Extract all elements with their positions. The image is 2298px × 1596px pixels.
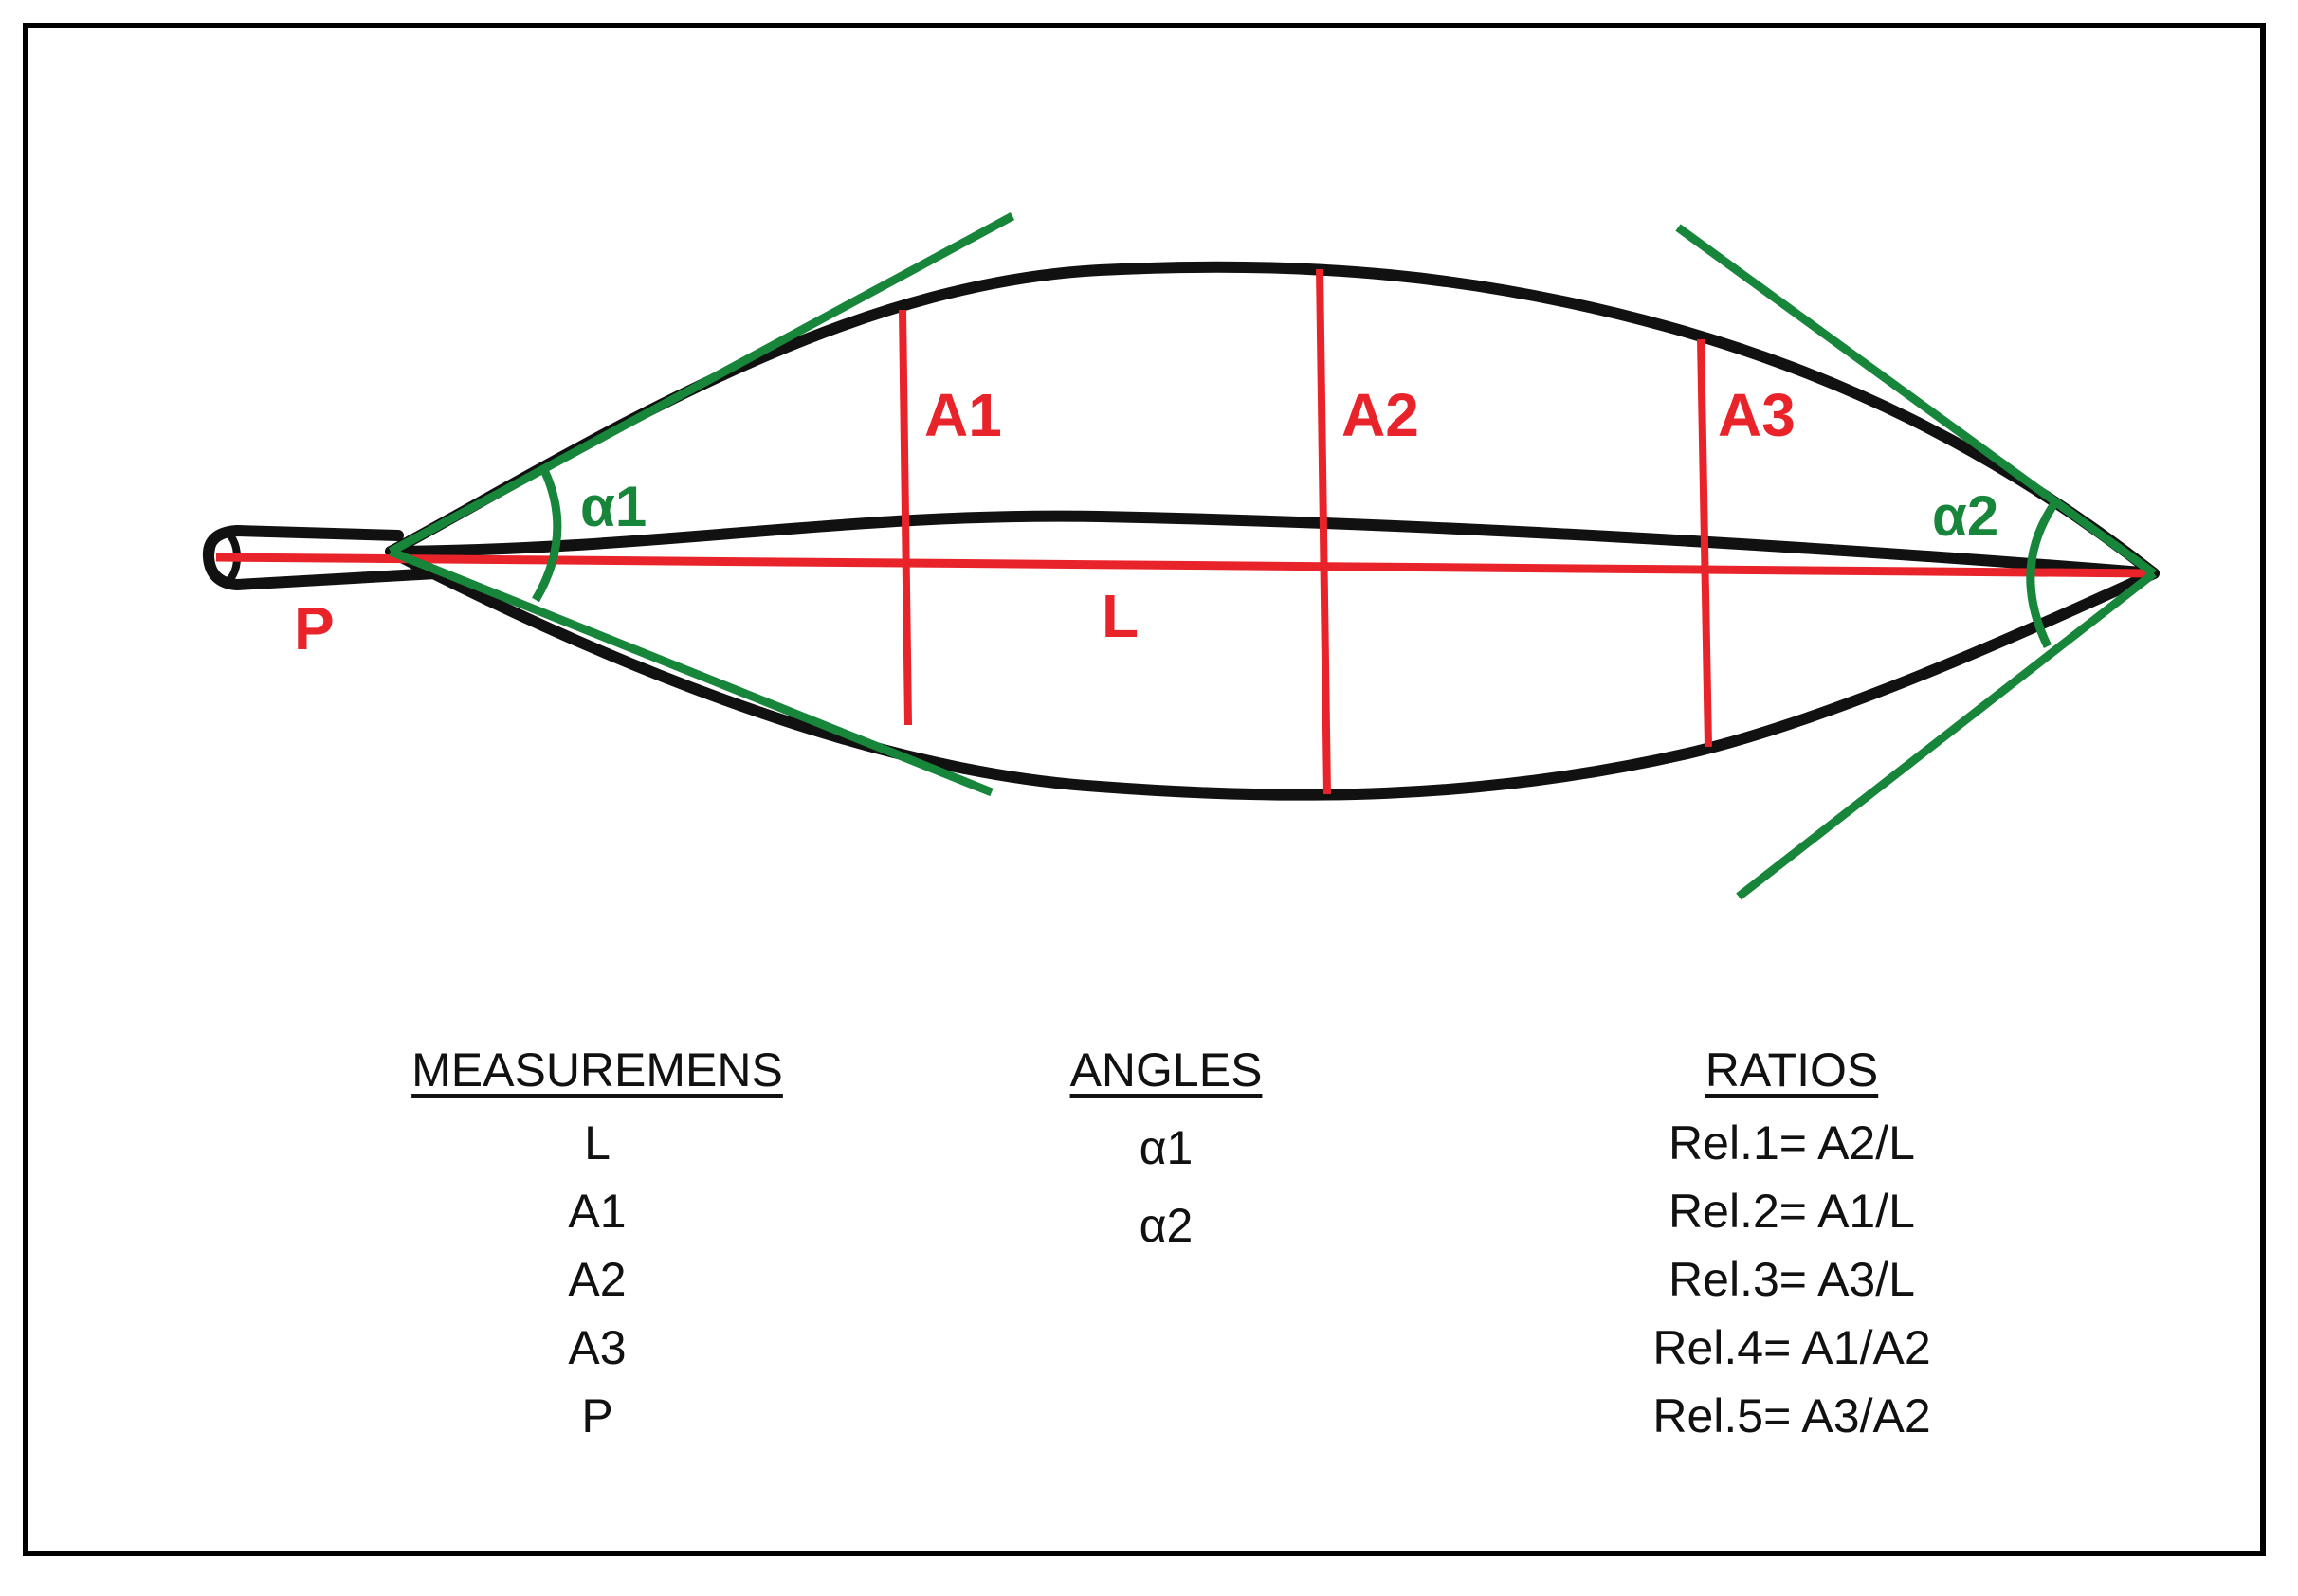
apex-tangent-upper	[1675, 224, 2157, 577]
base-tangent-lower	[389, 547, 994, 797]
width-line-A2	[1316, 268, 1331, 795]
label-alpha2: α2	[1932, 484, 1998, 548]
angles-heading: ANGLES	[1069, 1043, 1263, 1097]
angle-arc-alpha1	[532, 470, 562, 603]
leaf-blade-outline	[385, 261, 2160, 801]
ratios-column: RATIOS Rel.1= A2/L Rel.2= A1/L Rel.3= A3…	[1593, 1043, 1991, 1450]
measurement-item: A3	[568, 1321, 627, 1374]
ratios-heading: RATIOS	[1705, 1043, 1879, 1097]
measurement-item: A1	[568, 1185, 627, 1238]
label-A3: A3	[1718, 381, 1796, 449]
label-alpha1: α1	[580, 475, 647, 538]
width-line-A3	[1697, 338, 1712, 748]
angles-column: ANGLES α1 α2	[1024, 1043, 1308, 1264]
measurement-item: L	[584, 1116, 611, 1170]
width-line-A1	[899, 309, 912, 726]
angle-item: α1	[1139, 1121, 1194, 1174]
measurement-item: P	[581, 1389, 613, 1442]
measurements-column: MEASUREMENS L A1 A2 A3 P	[398, 1043, 796, 1450]
angle-item: α2	[1139, 1199, 1194, 1252]
ratio-item: Rel.3= A3/L	[1669, 1253, 1915, 1306]
figure-frame	[23, 23, 2266, 1556]
label-A1: A1	[924, 381, 1002, 449]
apex-tangent-lower	[1736, 570, 2157, 900]
label-P: P	[294, 594, 335, 662]
angle-arc-alpha2	[2026, 499, 2059, 648]
measurement-item: A2	[568, 1253, 627, 1306]
ratio-item: Rel.1= A2/L	[1669, 1116, 1915, 1170]
midrib-outline	[385, 510, 2160, 579]
measurements-heading: MEASUREMENS	[411, 1043, 783, 1097]
ratio-item: Rel.5= A3/A2	[1652, 1389, 1931, 1442]
label-L: L	[1102, 582, 1139, 650]
base-tangent-upper	[388, 212, 1015, 555]
label-A2: A2	[1341, 381, 1419, 449]
ratio-item: Rel.2= A1/L	[1669, 1185, 1915, 1238]
length-line-L	[215, 553, 2155, 578]
ratio-item: Rel.4= A1/A2	[1652, 1321, 1931, 1374]
